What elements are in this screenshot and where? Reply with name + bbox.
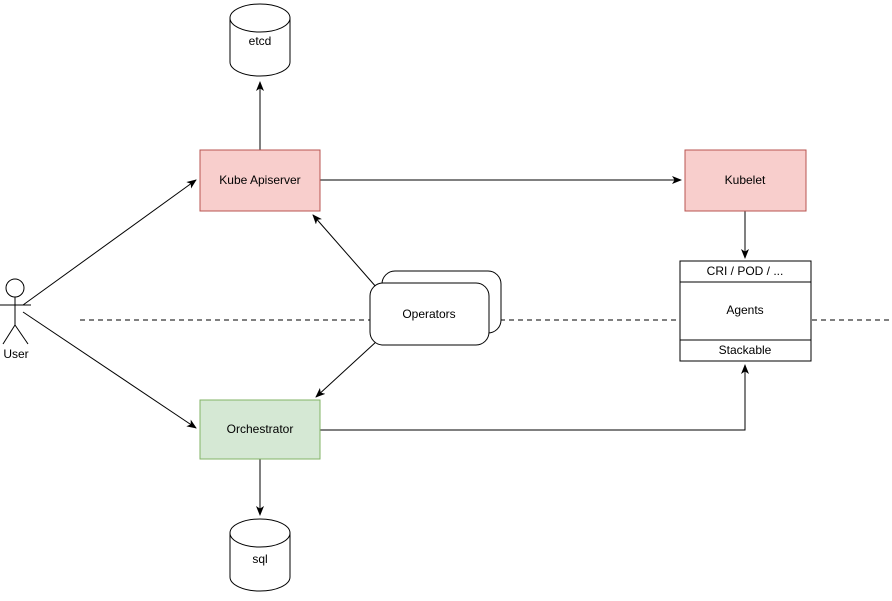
node-agents-body-label: Agents <box>726 303 763 317</box>
node-operators[interactable]: Operators <box>369 270 502 346</box>
node-kubelet[interactable]: Kubelet <box>684 149 807 212</box>
user-head-icon <box>5 278 25 298</box>
node-kubelet-label: Kubelet <box>725 173 766 187</box>
edge-operators-to-orchestrator <box>315 340 378 398</box>
edge-orchestrator-to-agents <box>320 364 749 431</box>
node-kube-apiserver[interactable]: Kube Apiserver <box>199 149 321 212</box>
edge-operators-to-kube-apiserver <box>312 214 378 289</box>
node-orchestrator[interactable]: Orchestrator <box>199 399 321 460</box>
edge-user-to-orchestrator <box>22 311 197 429</box>
node-sql[interactable]: sql <box>229 518 291 592</box>
node-etcd[interactable]: etcd <box>229 3 291 77</box>
node-user-label: User <box>3 347 28 361</box>
node-etcd-label: etcd <box>249 34 272 48</box>
node-operators-front-card <box>369 282 490 346</box>
node-agents-header-label: CRI / POD / ... <box>707 264 784 278</box>
edge-user-to-kube-apiserver <box>22 179 197 306</box>
node-agents-footer-label: Stackable <box>719 343 772 357</box>
node-agents[interactable]: CRI / POD / ... Agents Stackable <box>679 260 812 362</box>
node-orchestrator-label: Orchestrator <box>227 422 294 436</box>
node-sql-label: sql <box>252 552 267 566</box>
node-kube-apiserver-label: Kube Apiserver <box>219 173 300 187</box>
node-operators-label: Operators <box>402 307 455 321</box>
node-user[interactable]: User <box>0 278 31 361</box>
